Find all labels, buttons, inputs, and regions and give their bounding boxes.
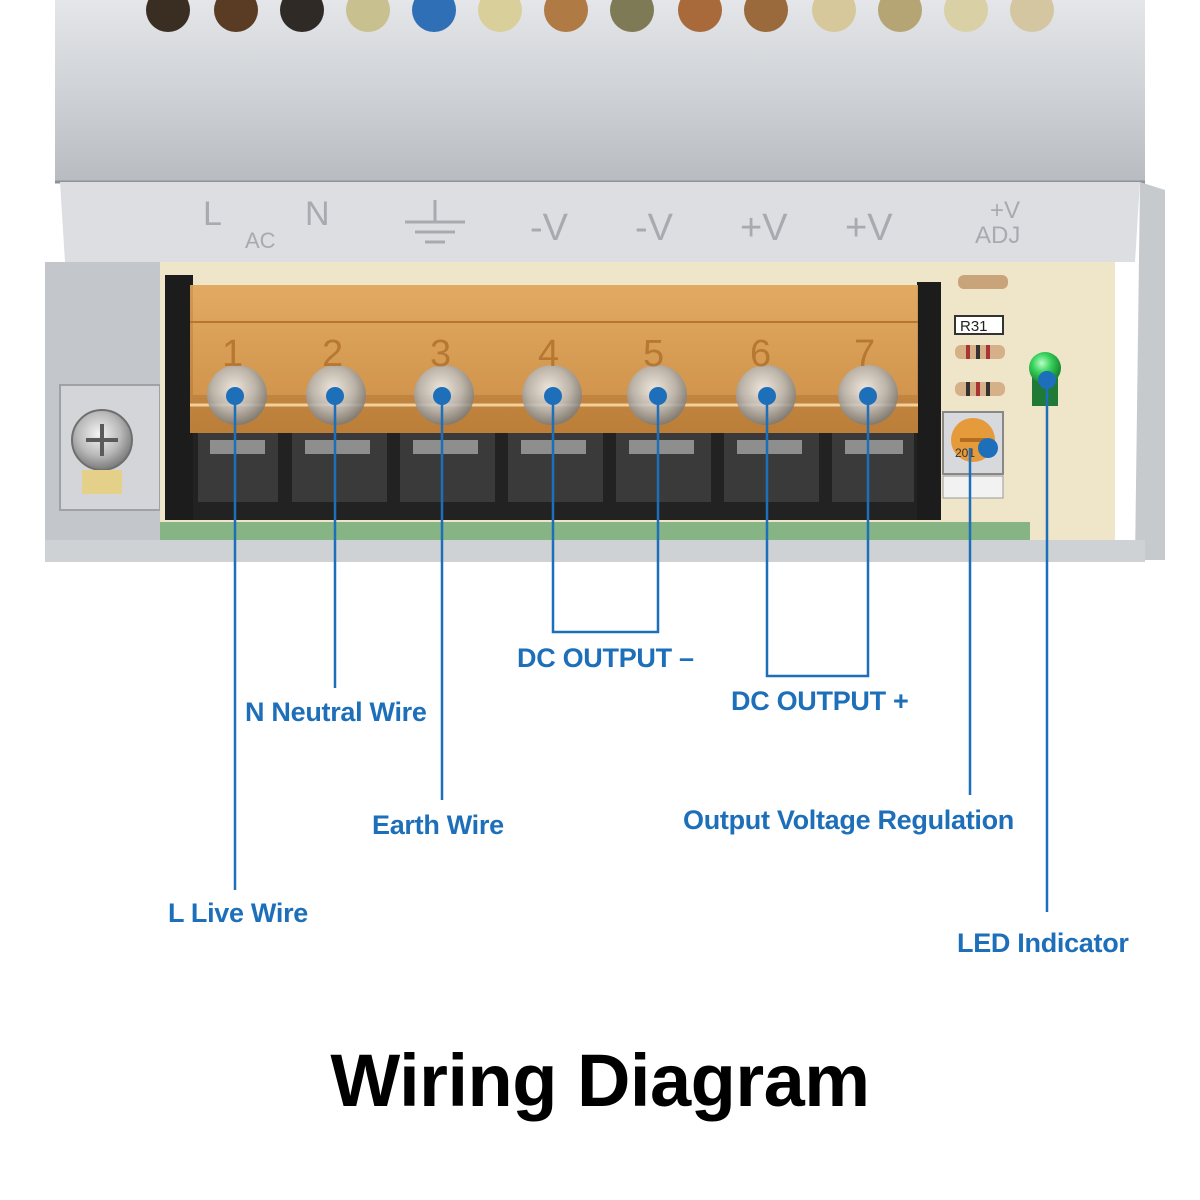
- terminal-number-6: 6: [750, 333, 771, 375]
- terminal-number-5: 5: [643, 333, 664, 375]
- chassis-front-panel: [60, 182, 1140, 262]
- panel-marking-neg-v-1: -V: [530, 207, 569, 249]
- callout-dot-led: [1038, 371, 1056, 389]
- panel-marking-adj: ADJ: [975, 222, 1020, 249]
- resistors: R31: [954, 275, 1008, 396]
- callout-dot-2: [326, 387, 344, 405]
- terminal-number-7: 7: [854, 333, 875, 375]
- terminal-number-4: 4: [538, 333, 559, 375]
- led-indicator-icon: [1029, 352, 1061, 406]
- panel-markings: L N AC -V -V +V +V +V ADJ: [203, 195, 1020, 253]
- trimmer-label: 201: [955, 446, 975, 460]
- callout-line-dc-minus: [551, 396, 660, 634]
- resistor-label: R31: [960, 318, 988, 335]
- chassis-screw: [71, 409, 133, 494]
- label-dc-output-minus: DC OUTPUT –: [517, 643, 694, 673]
- callout-dot-3: [433, 387, 451, 405]
- callout-lines: [233, 380, 1049, 912]
- callout-dot-7: [859, 387, 877, 405]
- label-neutral-wire: N Neutral Wire: [245, 697, 427, 727]
- panel-marking-pos-v-1: +V: [740, 207, 788, 249]
- terminal-number-3: 3: [430, 333, 451, 375]
- callout-line-dc-plus: [765, 396, 870, 678]
- panel-marking-l: L: [203, 195, 222, 233]
- panel-marking-n: N: [305, 195, 330, 233]
- label-dc-output-plus: DC OUTPUT +: [731, 686, 909, 716]
- panel-marking-adj-v: +V: [990, 197, 1020, 224]
- page-title: Wiring Diagram: [330, 1039, 870, 1122]
- label-earth-wire: Earth Wire: [372, 810, 504, 840]
- panel-marking-neg-v-2: -V: [635, 207, 674, 249]
- terminal-number-1: 1: [222, 333, 243, 375]
- vent-holes: [146, 0, 1054, 32]
- ground-symbol-icon: [405, 200, 465, 244]
- terminal-number-2: 2: [322, 333, 343, 375]
- panel-marking-pos-v-2: +V: [845, 207, 893, 249]
- label-output-voltage-regulation: Output Voltage Regulation: [683, 805, 1014, 835]
- callout-dot-6: [758, 387, 776, 405]
- callout-dots: [226, 371, 1056, 458]
- callout-dot-1: [226, 387, 244, 405]
- chassis-top-lid: [55, 0, 1145, 182]
- callout-dot-5: [649, 387, 667, 405]
- callout-dot-4: [544, 387, 562, 405]
- terminal-numbers: 1 2 3 4 5 6 7: [222, 333, 875, 375]
- label-live-wire: L Live Wire: [168, 898, 309, 928]
- callout-dot-trimmer: [978, 438, 998, 458]
- label-led-indicator: LED Indicator: [957, 928, 1129, 958]
- panel-marking-ac: AC: [245, 228, 276, 253]
